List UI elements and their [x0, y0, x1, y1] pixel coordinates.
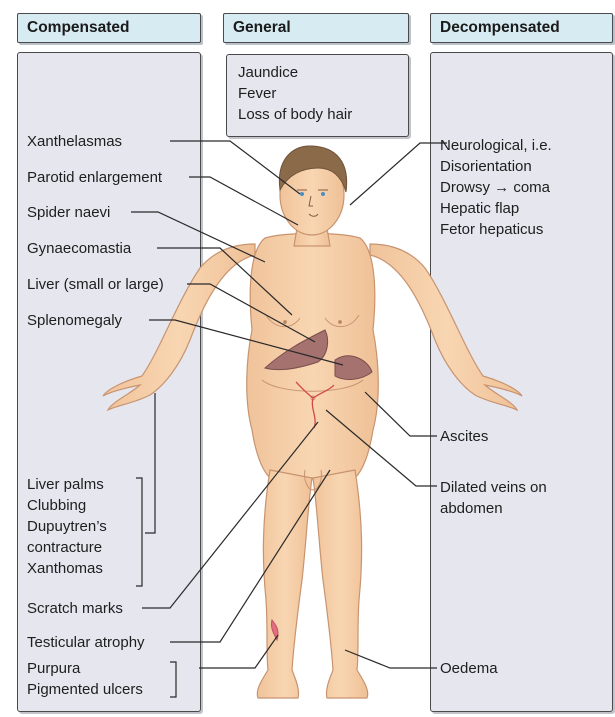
skin-sign-item: Purpura — [27, 658, 143, 679]
general-list: Jaundice Fever Loss of body hair — [238, 62, 352, 125]
general-item: Loss of body hair — [238, 104, 352, 125]
hand-sign-item: Dupuytren’s — [27, 516, 107, 537]
general-item: Jaundice — [238, 62, 352, 83]
neuro-sign-item: Neurological, i.e. — [440, 135, 552, 156]
label-dilated-veins: Dilated veins on abdomen — [440, 477, 547, 519]
skin-signs-bracket — [170, 662, 176, 697]
neuro-sign-item: Fetor hepaticus — [440, 219, 552, 240]
hand-sign-item: Clubbing — [27, 495, 107, 516]
right-arm — [370, 244, 522, 410]
hand-sign-item: Liver palms — [27, 474, 107, 495]
neuro-sign-item: Drowsy → coma — [440, 177, 552, 198]
hand-signs-list: Liver palms Clubbing Dupuytren’s contrac… — [27, 474, 107, 579]
dilated-veins-line: Dilated veins on — [440, 477, 547, 498]
label-oedema: Oedema — [440, 659, 498, 678]
skin-signs-list: Purpura Pigmented ulcers — [27, 658, 143, 700]
hand-sign-item: contracture — [27, 537, 107, 558]
neuro-signs-list: Neurological, i.e. Disorientation Drowsy… — [440, 135, 552, 240]
left-arm — [103, 244, 255, 410]
label-liver: Liver (small or large) — [27, 275, 164, 294]
neuro-sign-item: Hepatic flap — [440, 198, 552, 219]
skin-sign-item: Pigmented ulcers — [27, 679, 143, 700]
label-spider-naevi: Spider naevi — [27, 203, 110, 222]
label-gynaecomastia: Gynaecomastia — [27, 239, 131, 258]
hand-signs-bracket — [136, 478, 142, 586]
left-leg — [257, 470, 312, 698]
dilated-veins-line: abdomen — [440, 498, 547, 519]
label-testicular-atrophy: Testicular atrophy — [27, 633, 145, 652]
label-parotid-enlargement: Parotid enlargement — [27, 168, 162, 187]
label-ascites: Ascites — [440, 427, 488, 446]
general-item: Fever — [238, 83, 352, 104]
hand-sign-item: Xanthomas — [27, 558, 107, 579]
label-splenomegaly: Splenomegaly — [27, 311, 122, 330]
neuro-sign-item: Disorientation — [440, 156, 552, 177]
label-scratch-marks: Scratch marks — [27, 599, 123, 618]
right-leg — [313, 470, 368, 698]
label-xanthelasmas: Xanthelasmas — [27, 132, 122, 151]
